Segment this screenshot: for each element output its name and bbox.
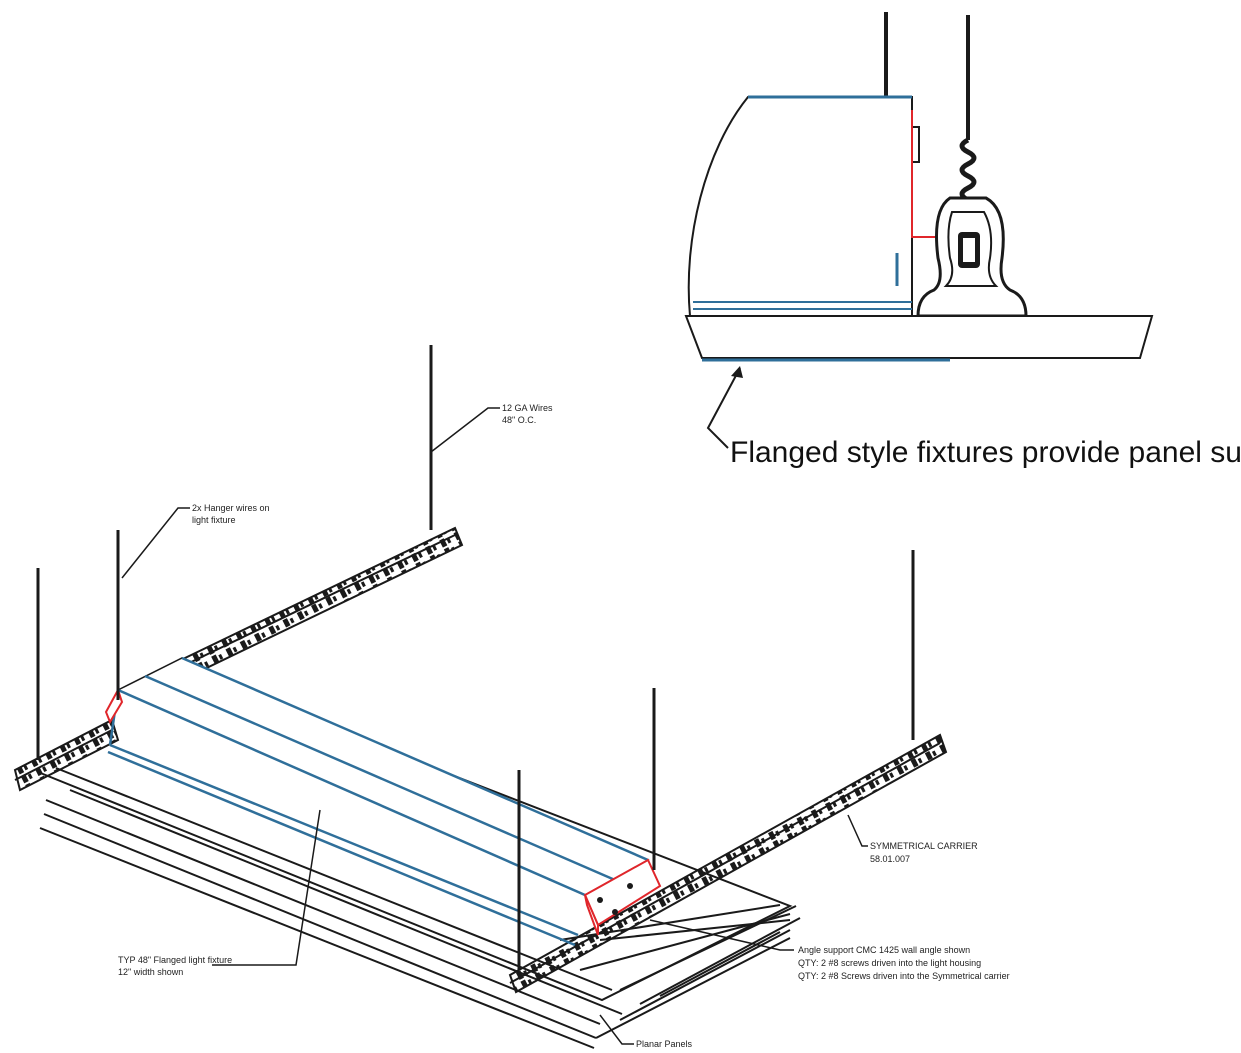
hanger-wires (36, 345, 915, 970)
callout-panels: Planar Panels (636, 1039, 693, 1049)
callout-carrier: SYMMETRICAL CARRIER 58.01.007 (870, 841, 978, 864)
callout-carrier-line1: SYMMETRICAL CARRIER (870, 841, 978, 851)
detail-clip-inner (943, 211, 999, 287)
detail-fixture-housing (687, 96, 913, 317)
callout-carrier-line2: 58.01.007 (870, 854, 910, 864)
callout-fixture: TYP 48" Flanged light fixture 12" width … (118, 955, 232, 977)
isometric-assembly (13, 345, 948, 1049)
back-carrier (183, 526, 464, 677)
flange-detail: Flanged style fixtures provide panel sup… (684, 12, 1241, 469)
callout-wires: 12 GA Wires 48" O.C. (502, 403, 553, 425)
detail-panel (684, 315, 1154, 359)
detail-wire-twist (959, 137, 977, 203)
detail-leader-arrow (731, 366, 743, 378)
callout-panels-line1: Planar Panels (636, 1039, 693, 1049)
detail-housing-tab (911, 126, 920, 163)
symmetrical-carrier (508, 733, 948, 994)
callout-fixture-line2: 12" width shown (118, 967, 183, 977)
leader-lines (121, 407, 868, 1045)
planar-panels (37, 685, 801, 1049)
flanged-light-fixture (107, 656, 650, 947)
callout-angle: Angle support CMC 1425 wall angle shown … (798, 945, 1010, 981)
detail-clip-bolt-face (963, 238, 975, 262)
callout-angle-line3: QTY: 2 #8 Screws driven into the Symmetr… (798, 971, 1010, 981)
angle-supports (104, 687, 662, 936)
left-carrier (13, 718, 120, 792)
callout-fixture-line1: TYP 48" Flanged light fixture (118, 955, 232, 965)
callout-angle-line2: QTY: 2 #8 screws driven into the light h… (798, 958, 981, 968)
detail-caption-leader (706, 367, 741, 449)
callout-wires-line2: 48" O.C. (502, 415, 536, 425)
callout-hanger: 2x Hanger wires on light fixture (192, 503, 270, 525)
callout-hanger-line2: light fixture (192, 515, 236, 525)
callout-angle-line1: Angle support CMC 1425 wall angle shown (798, 945, 970, 955)
callout-wires-line1: 12 GA Wires (502, 403, 553, 413)
detail-caption: Flanged style fixtures provide panel sup… (730, 436, 1241, 469)
callout-hanger-line1: 2x Hanger wires on (192, 503, 270, 513)
